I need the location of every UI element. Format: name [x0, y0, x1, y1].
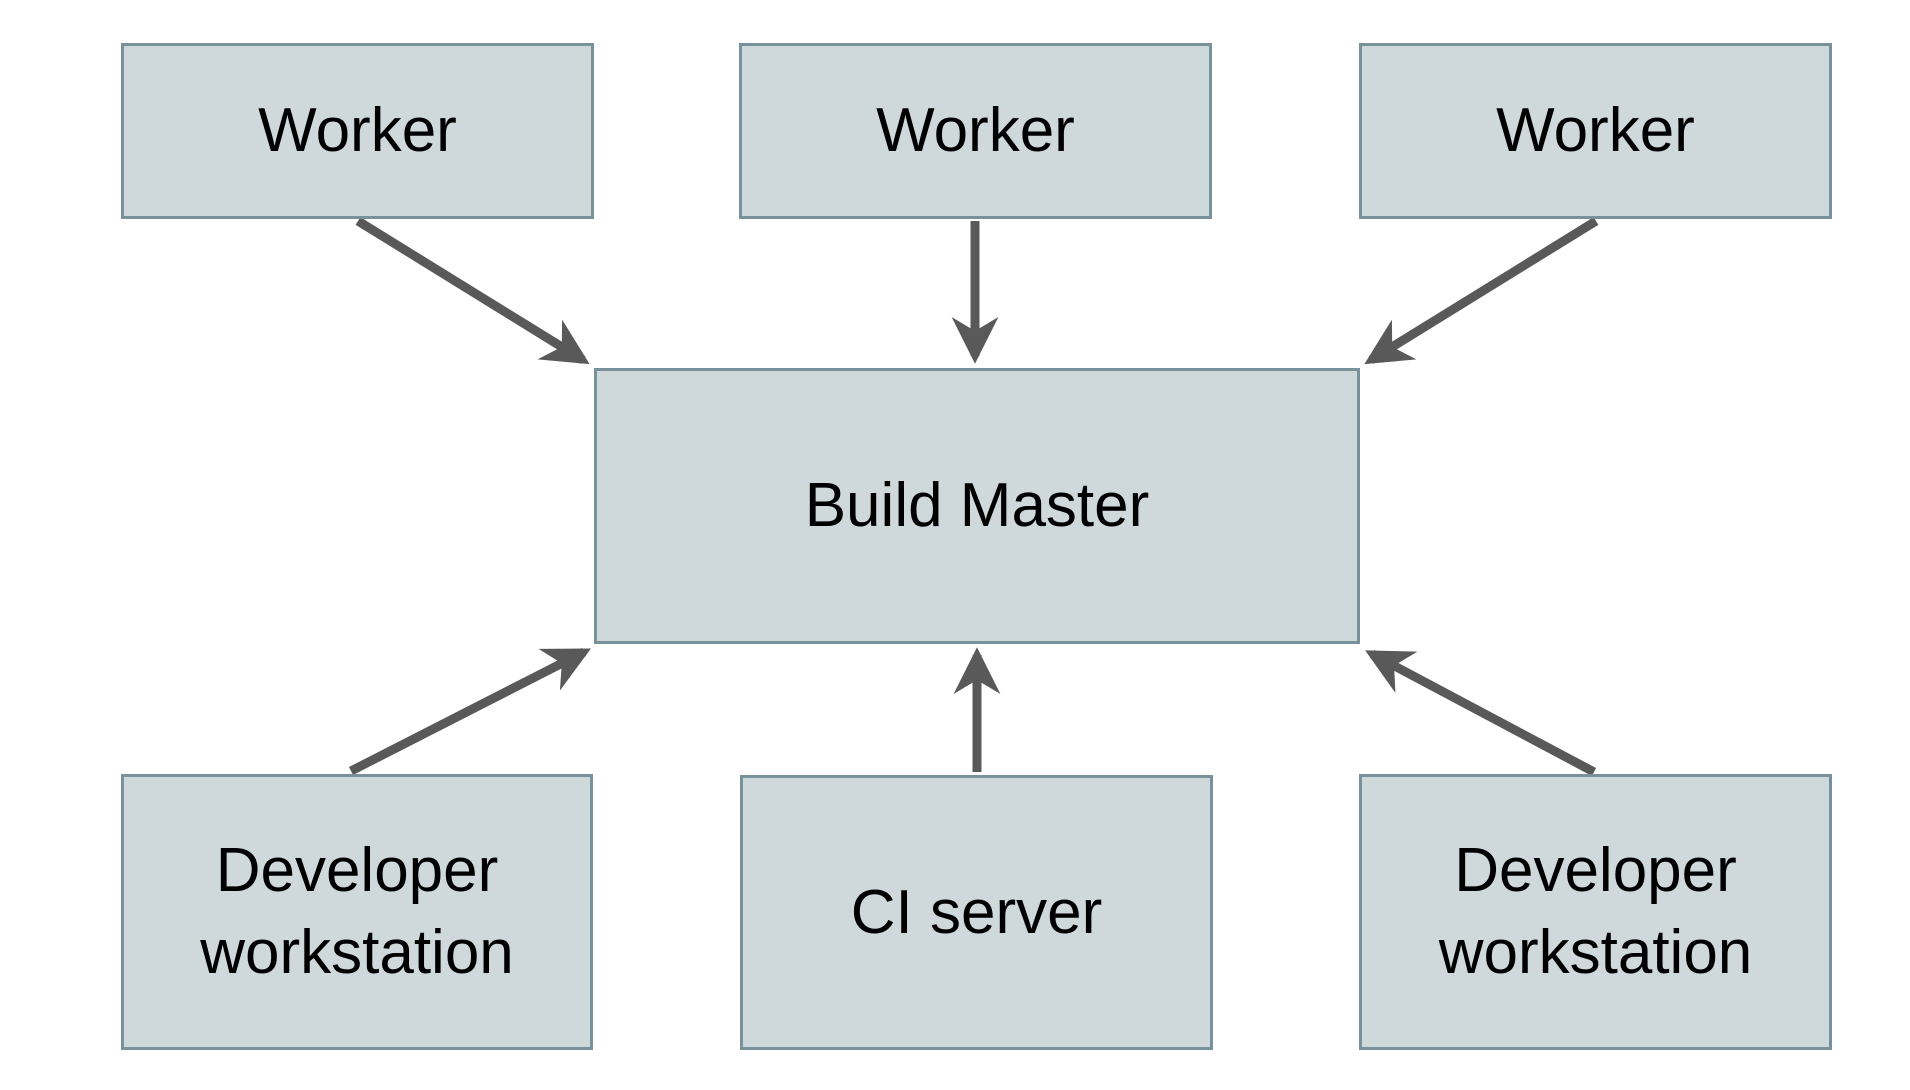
node-worker-1-label: Worker [258, 96, 457, 166]
node-worker-1: Worker [121, 43, 594, 219]
arrow-devws-right-to-buildmaster [1365, 650, 1597, 776]
node-developer-workstation-left: Developer workstation [121, 774, 593, 1050]
node-ci-server-label: CI server [850, 877, 1103, 947]
node-worker-3: Worker [1359, 43, 1832, 219]
arrow-devws-left-to-buildmaster [348, 647, 591, 776]
node-developer-workstation-right: Developer workstation [1359, 774, 1832, 1050]
arrow-worker1-to-buildmaster [355, 217, 590, 365]
node-ci-server: CI server [740, 775, 1213, 1050]
node-developer-workstation-right-label: Developer workstation [1438, 836, 1753, 987]
node-build-master: Build Master [594, 368, 1360, 644]
arrow-worker3-to-buildmaster [1364, 217, 1599, 365]
node-worker-2-label: Worker [876, 96, 1075, 166]
node-worker-2: Worker [739, 43, 1212, 219]
node-worker-3-label: Worker [1496, 96, 1695, 166]
node-developer-workstation-left-label: Developer workstation [200, 836, 514, 987]
node-build-master-label: Build Master [804, 471, 1150, 541]
